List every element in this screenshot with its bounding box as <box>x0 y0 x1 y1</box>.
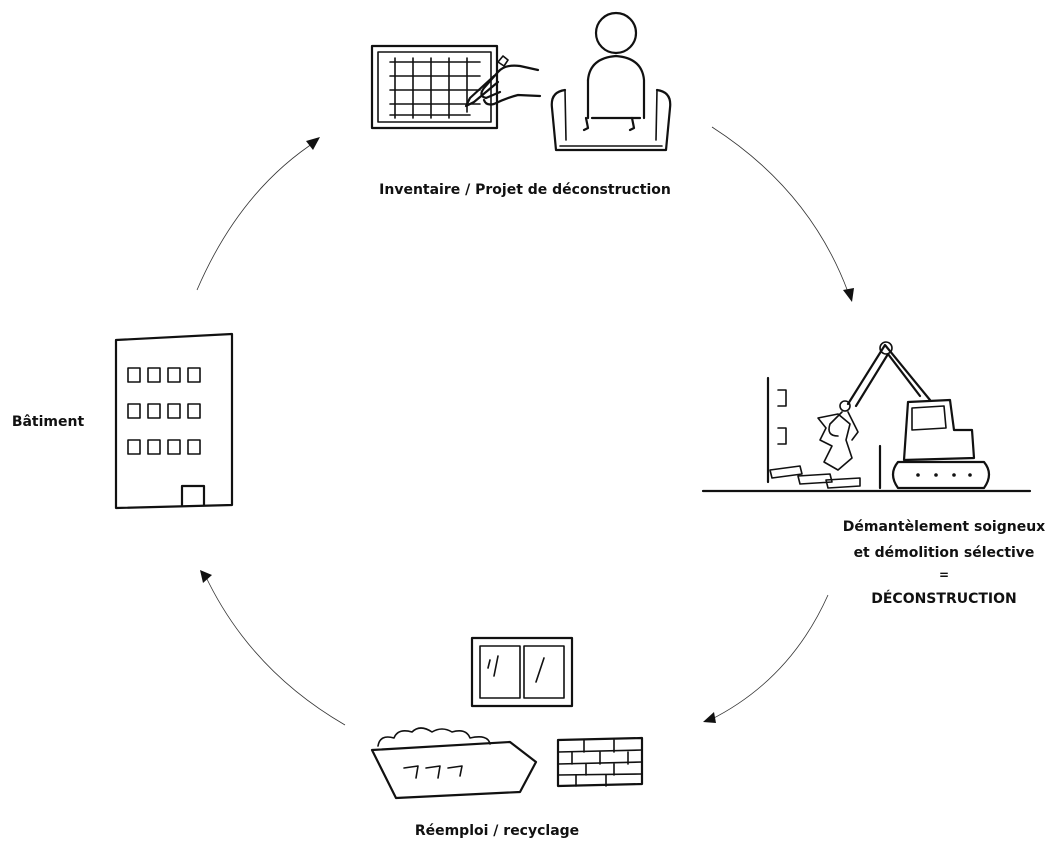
arrowhead-to-reuse <box>703 712 716 723</box>
reuse-label: Réemploi / recyclage <box>415 823 579 839</box>
building-label: Bâtiment <box>12 414 85 430</box>
arc-reuse-to-building <box>204 574 346 726</box>
cycle-arrows <box>196 126 854 726</box>
arrowhead-to-inventory <box>306 137 320 150</box>
deconstruction-label-equals: = <box>939 568 949 582</box>
inventory-planning-icon <box>370 11 672 152</box>
arc-inventory-to-deconstruction <box>711 126 849 293</box>
arrowhead-to-deconstruction <box>843 288 854 302</box>
deconstruction-label-line2: et démolition sélective <box>854 545 1035 561</box>
inventory-label: Inventaire / Projet de déconstruction <box>379 182 671 198</box>
building-icon <box>114 332 234 510</box>
arc-deconstruction-to-reuse <box>709 594 829 721</box>
arc-building-to-inventory <box>196 139 319 291</box>
deconstruction-label-line1: Démantèlement soigneux <box>843 519 1045 535</box>
deconstruction-label-title: DÉCONSTRUCTION <box>871 590 1017 607</box>
reuse-recycling-icon <box>370 636 644 800</box>
arrowhead-to-building <box>200 570 212 583</box>
excavator-demolition-icon <box>701 341 1032 493</box>
